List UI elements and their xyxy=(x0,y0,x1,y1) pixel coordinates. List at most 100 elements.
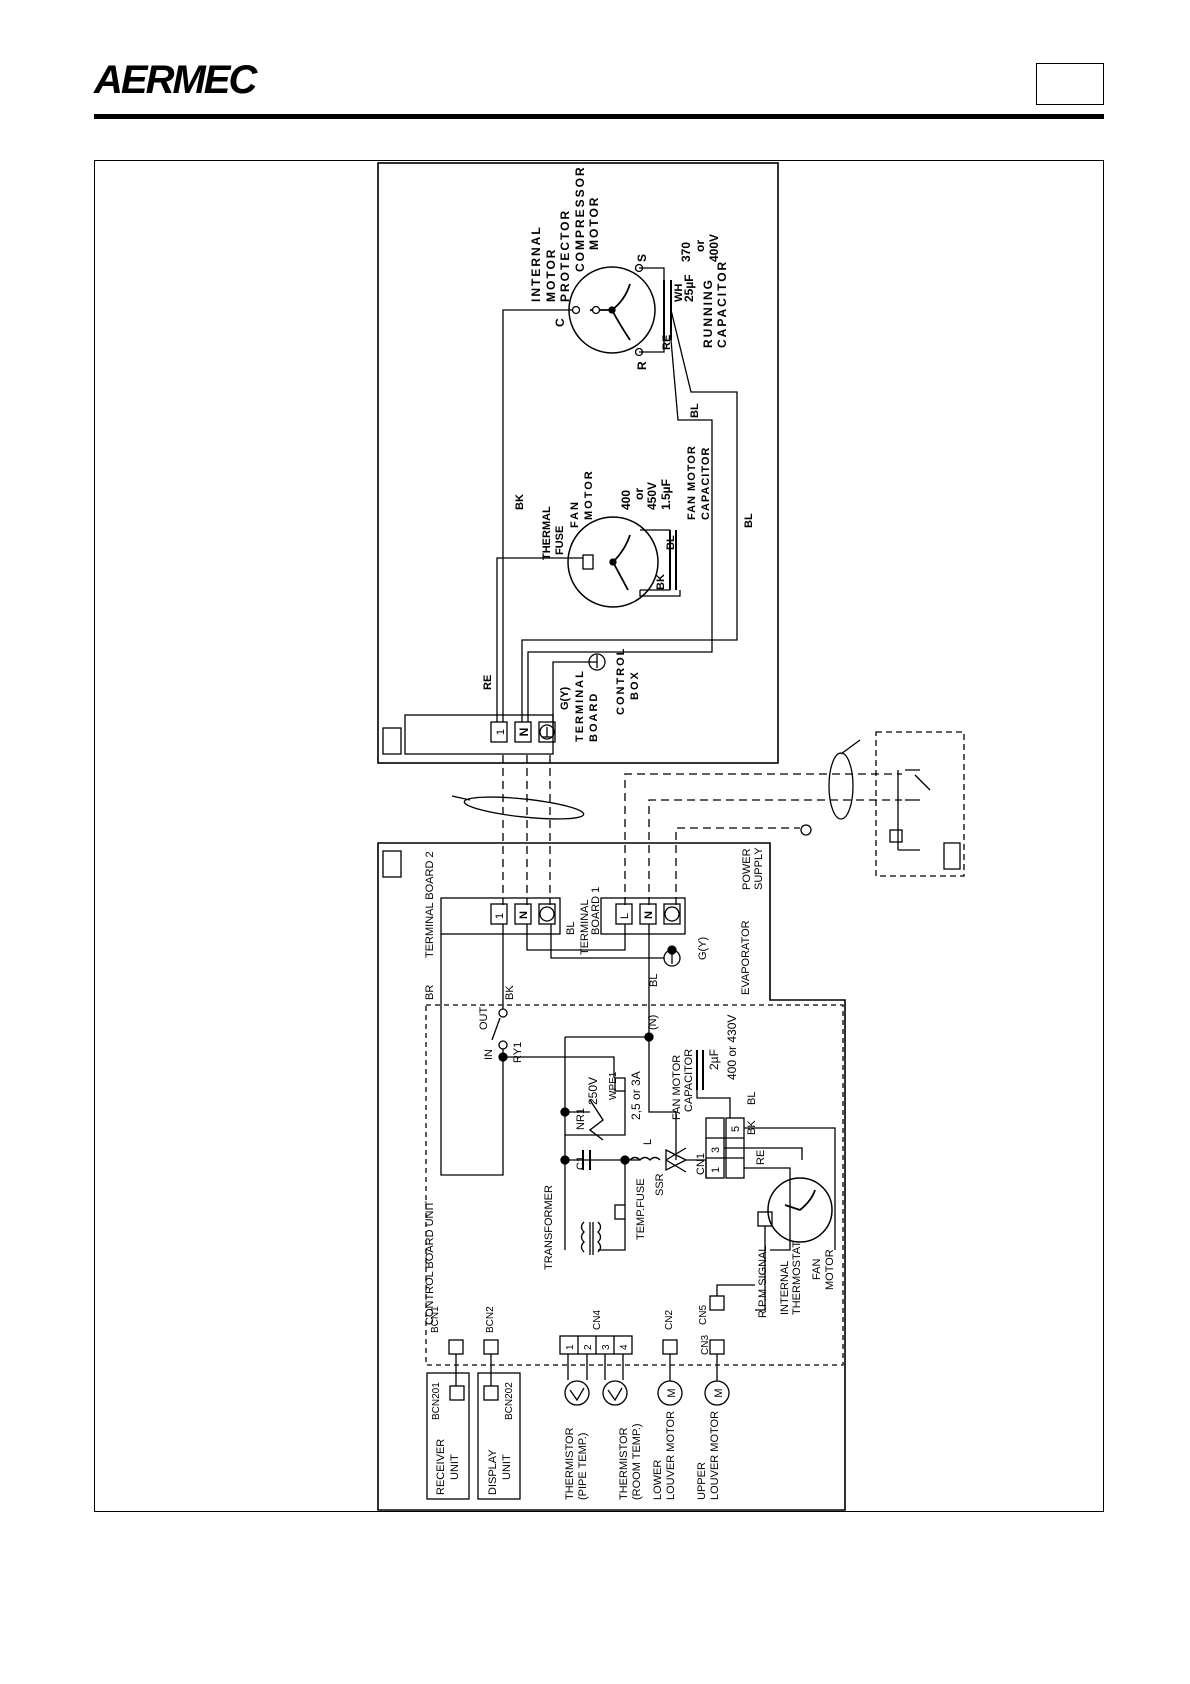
wire-bl2: BL xyxy=(743,513,755,528)
fc-or: or xyxy=(632,488,646,500)
tb2-n: N xyxy=(518,911,530,919)
page-number-box xyxy=(1036,63,1104,105)
wire-bl-fan: BL xyxy=(746,1092,758,1105)
tb1-n: N xyxy=(643,911,655,919)
cn4-label: CN4 xyxy=(592,1310,603,1330)
wire-n-in: (N) xyxy=(647,1015,659,1030)
fan-label: FAN xyxy=(569,500,581,528)
fuse-wpe1 xyxy=(614,1077,626,1092)
fan-cap-label-2: CAPACITOR xyxy=(683,1049,695,1112)
fuse-id: WPE1 xyxy=(608,1071,619,1100)
diagram-frame xyxy=(94,160,1104,1512)
fan-wire-bl: BL xyxy=(665,535,677,550)
outdoor-terminals: 1 N xyxy=(490,721,556,743)
relay-ry1: RY1 xyxy=(512,1042,524,1063)
rc-or: or xyxy=(693,240,707,252)
outdoor-unit: 1 N INTERNAL MOTOR PROTECTOR COMPRESSOR … xyxy=(377,162,779,764)
tb1-label-1: TERMINAL xyxy=(579,899,591,955)
receiver-label-1: RECEIVER xyxy=(435,1439,447,1495)
thermal-label: THERMAL xyxy=(541,506,553,560)
outdoor-fan-motor xyxy=(567,516,677,608)
terminal-n-label: N xyxy=(517,728,531,737)
wire-g-in: G(Y) xyxy=(697,937,709,960)
terminal-board-2 xyxy=(440,897,561,935)
wire-re-fan: RE xyxy=(755,1150,767,1165)
motor-label: MOTOR xyxy=(544,248,558,302)
l-label: L xyxy=(642,1139,654,1145)
compressor-label: COMPRESSOR xyxy=(573,165,587,272)
relay-out: OUT xyxy=(478,1007,490,1031)
fan-cap-volt: 400 or 430V xyxy=(725,1015,739,1080)
fan-motor-label: MOTOR xyxy=(583,469,595,520)
compressor-labels: INTERNAL MOTOR PROTECTOR COMPRESSOR MOTO… xyxy=(529,165,649,370)
relay-ry1 xyxy=(491,1008,508,1050)
outdoor-terminal-label: TERMINAL xyxy=(574,669,586,742)
cn3-label: CN3 xyxy=(700,1335,711,1355)
rc-400v: 400V xyxy=(707,234,721,262)
outdoor-label-box xyxy=(382,727,402,755)
wire-bk-fan: BK xyxy=(746,1120,758,1135)
cn4-pin-2: 2 xyxy=(583,1344,594,1350)
header-rule xyxy=(94,114,1104,119)
outdoor-board-label: BOARD xyxy=(588,692,600,742)
wire-re2: RE xyxy=(482,675,494,690)
cn2-label: CN2 xyxy=(664,1310,675,1330)
cn1-label: CN1 xyxy=(695,1153,707,1175)
tb2-label: TERMINAL BOARD 2 xyxy=(424,851,436,958)
motor2-label: MOTOR xyxy=(587,196,601,250)
bcn1-label: BCN1 xyxy=(430,1306,441,1333)
thermostat-label-1: INTERNAL xyxy=(779,1261,791,1315)
outdoor-unit-box xyxy=(377,162,779,764)
upper-louver-2: LOUVER MOTOR xyxy=(709,1411,721,1500)
wire-bk-in: BK xyxy=(504,985,516,1000)
power-label-2: SUPPLY xyxy=(753,847,765,890)
terminal-board-1 xyxy=(600,897,686,935)
fan-cap-label-1: FAN MOTOR xyxy=(671,1055,683,1120)
wire-bl-in: BL xyxy=(565,922,577,935)
brand-logo: AERMEC xyxy=(94,58,257,102)
ssr-label: SSR xyxy=(654,1173,666,1196)
fc-fanmotor: FAN MOTOR xyxy=(686,445,698,520)
thermostat-label-2: THERMOSTAT xyxy=(791,1241,803,1315)
evaporator-label: EVAPORATOR xyxy=(740,920,752,995)
display-label-2: UNIT xyxy=(501,1454,513,1480)
rc-25uf: 25µF xyxy=(682,274,696,302)
display-unit-box xyxy=(477,1372,521,1500)
cn4-pin-4: 4 xyxy=(619,1344,630,1350)
fc-450v: 450V xyxy=(645,482,659,510)
receiver-label-2: UNIT xyxy=(449,1454,461,1480)
rc-370: 370 xyxy=(679,242,693,262)
fan-motor-in-2: MOTOR xyxy=(824,1249,836,1290)
internal-label: INTERNAL xyxy=(529,225,543,302)
cn1-pin-3: 3 xyxy=(710,1147,722,1153)
outdoor-wiring xyxy=(496,309,738,728)
fuse-label: FUSE xyxy=(554,526,566,555)
fc-400: 400 xyxy=(619,490,633,510)
tb1-label-2: BOARD 1 xyxy=(590,887,602,935)
fan-wire-bk: BK xyxy=(655,574,667,590)
control-board-outline xyxy=(425,1004,844,1366)
indoor-unit-box xyxy=(377,842,846,1511)
wire-br: BR xyxy=(424,985,436,1000)
bcn2-label: BCN2 xyxy=(485,1306,496,1333)
wire-g: G(Y) xyxy=(559,686,571,710)
indoor-fan-motor xyxy=(755,1177,833,1311)
cn5-label: CN5 xyxy=(698,1305,709,1325)
rc-capacitor: CAPACITOR xyxy=(715,260,729,348)
running-capacitor-labels: 370 or 400V 25µF RUNNING CAPACITOR WH RE… xyxy=(482,234,755,710)
box-label: BOX xyxy=(629,670,641,700)
nr1-label: NR1 xyxy=(575,1108,587,1130)
control-board-label: CONTROL BOARD UNIT xyxy=(424,1200,436,1325)
tb2-1: 1 xyxy=(494,913,506,919)
fan-motor-in-1: FAN xyxy=(811,1259,823,1280)
cn4-pin-1: 1 xyxy=(565,1344,576,1350)
terminal-1-label: 1 xyxy=(495,729,507,735)
pipe-thermistor-1: THERMISTOR xyxy=(564,1427,576,1500)
power-label-1: POWER xyxy=(741,848,753,890)
fc-15uf: 1.5µF xyxy=(659,479,673,510)
receiver-unit-box xyxy=(426,1372,470,1500)
pin-r-label: R xyxy=(635,359,649,370)
cn4-pin-3: 3 xyxy=(601,1344,612,1350)
wire-bl: BL xyxy=(689,403,701,418)
control-label: CONTROL xyxy=(615,647,627,715)
